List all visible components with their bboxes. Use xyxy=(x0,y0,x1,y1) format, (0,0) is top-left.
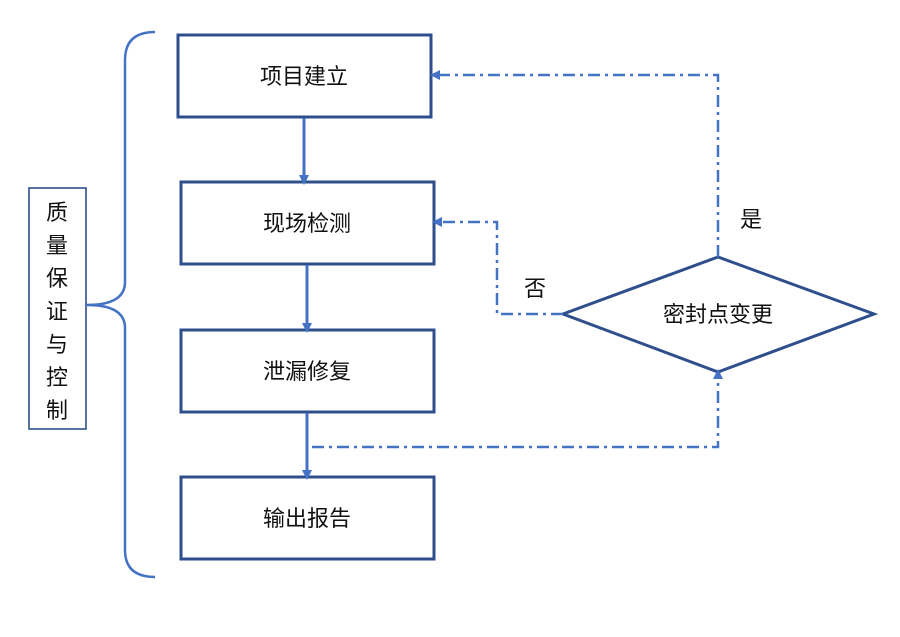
quality-control-box: 质 量 保 证 与 控 制 xyxy=(28,187,87,430)
quality-control-char: 保 xyxy=(46,267,68,292)
step-project-setup: 项目建立 xyxy=(176,33,433,119)
step-label: 泄漏修复 xyxy=(263,360,351,385)
decision-label: 密封点变更 xyxy=(663,303,773,328)
step-field-inspection: 现场检测 xyxy=(179,180,436,266)
no-branch-connector xyxy=(432,217,563,316)
step-output-report: 输出报告 xyxy=(179,475,436,561)
step-leak-repair: 泄漏修复 xyxy=(179,328,436,414)
decision-seal-point-change: 密封点变更 xyxy=(558,255,879,374)
left-curly-brace xyxy=(86,30,156,579)
yes-branch-connector xyxy=(430,70,720,257)
step-label: 现场检测 xyxy=(263,212,351,237)
quality-control-char: 制 xyxy=(46,399,68,424)
step-label: 输出报告 xyxy=(263,507,351,532)
repair-to-decision-connector xyxy=(312,369,723,449)
quality-control-char: 量 xyxy=(46,234,68,259)
no-label: 否 xyxy=(524,277,546,302)
quality-control-char: 证 xyxy=(46,300,68,325)
quality-control-char: 与 xyxy=(46,333,68,358)
yes-label: 是 xyxy=(740,208,762,233)
quality-control-char: 控 xyxy=(46,366,68,391)
quality-control-char: 质 xyxy=(46,201,68,226)
step-label: 项目建立 xyxy=(260,65,348,90)
